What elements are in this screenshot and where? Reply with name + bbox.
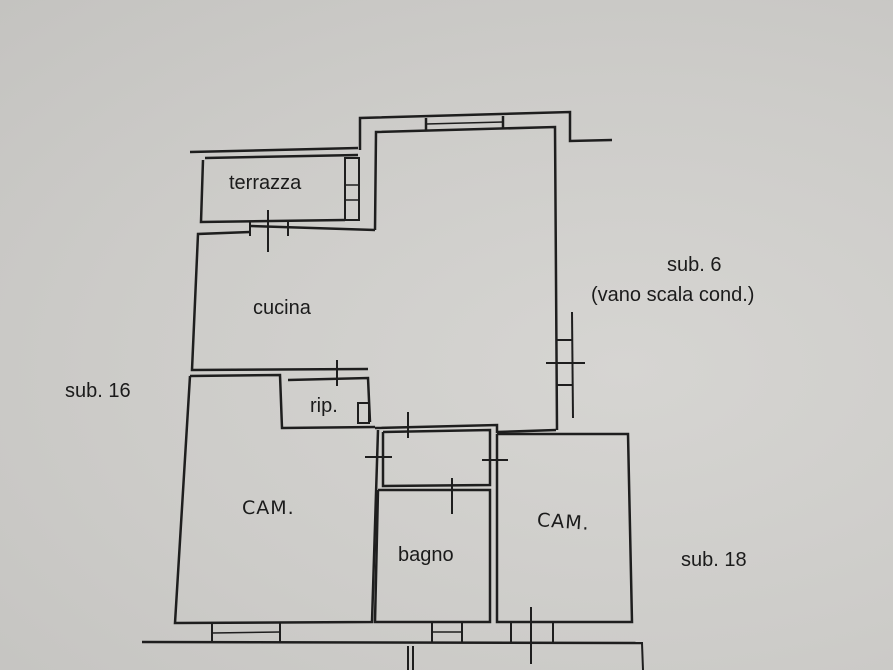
neighbor-label-sub16: sub. 16 bbox=[65, 380, 131, 402]
room-label-cucina: cucina bbox=[253, 297, 311, 319]
room-label-camera-right: CAM. bbox=[536, 509, 591, 535]
room-label-bagno: bagno bbox=[398, 544, 454, 566]
room-label-terrazza: terrazza bbox=[229, 172, 302, 194]
neighbor-label-sub6: sub. 6 bbox=[667, 254, 722, 276]
neighbor-label-vano-scala: (vano scala cond.) bbox=[591, 284, 755, 306]
room-label-ripostiglio: rip. bbox=[310, 395, 338, 417]
neighbor-label-sub18: sub. 18 bbox=[681, 549, 747, 571]
room-label-camera-left: CAM. bbox=[242, 497, 295, 519]
